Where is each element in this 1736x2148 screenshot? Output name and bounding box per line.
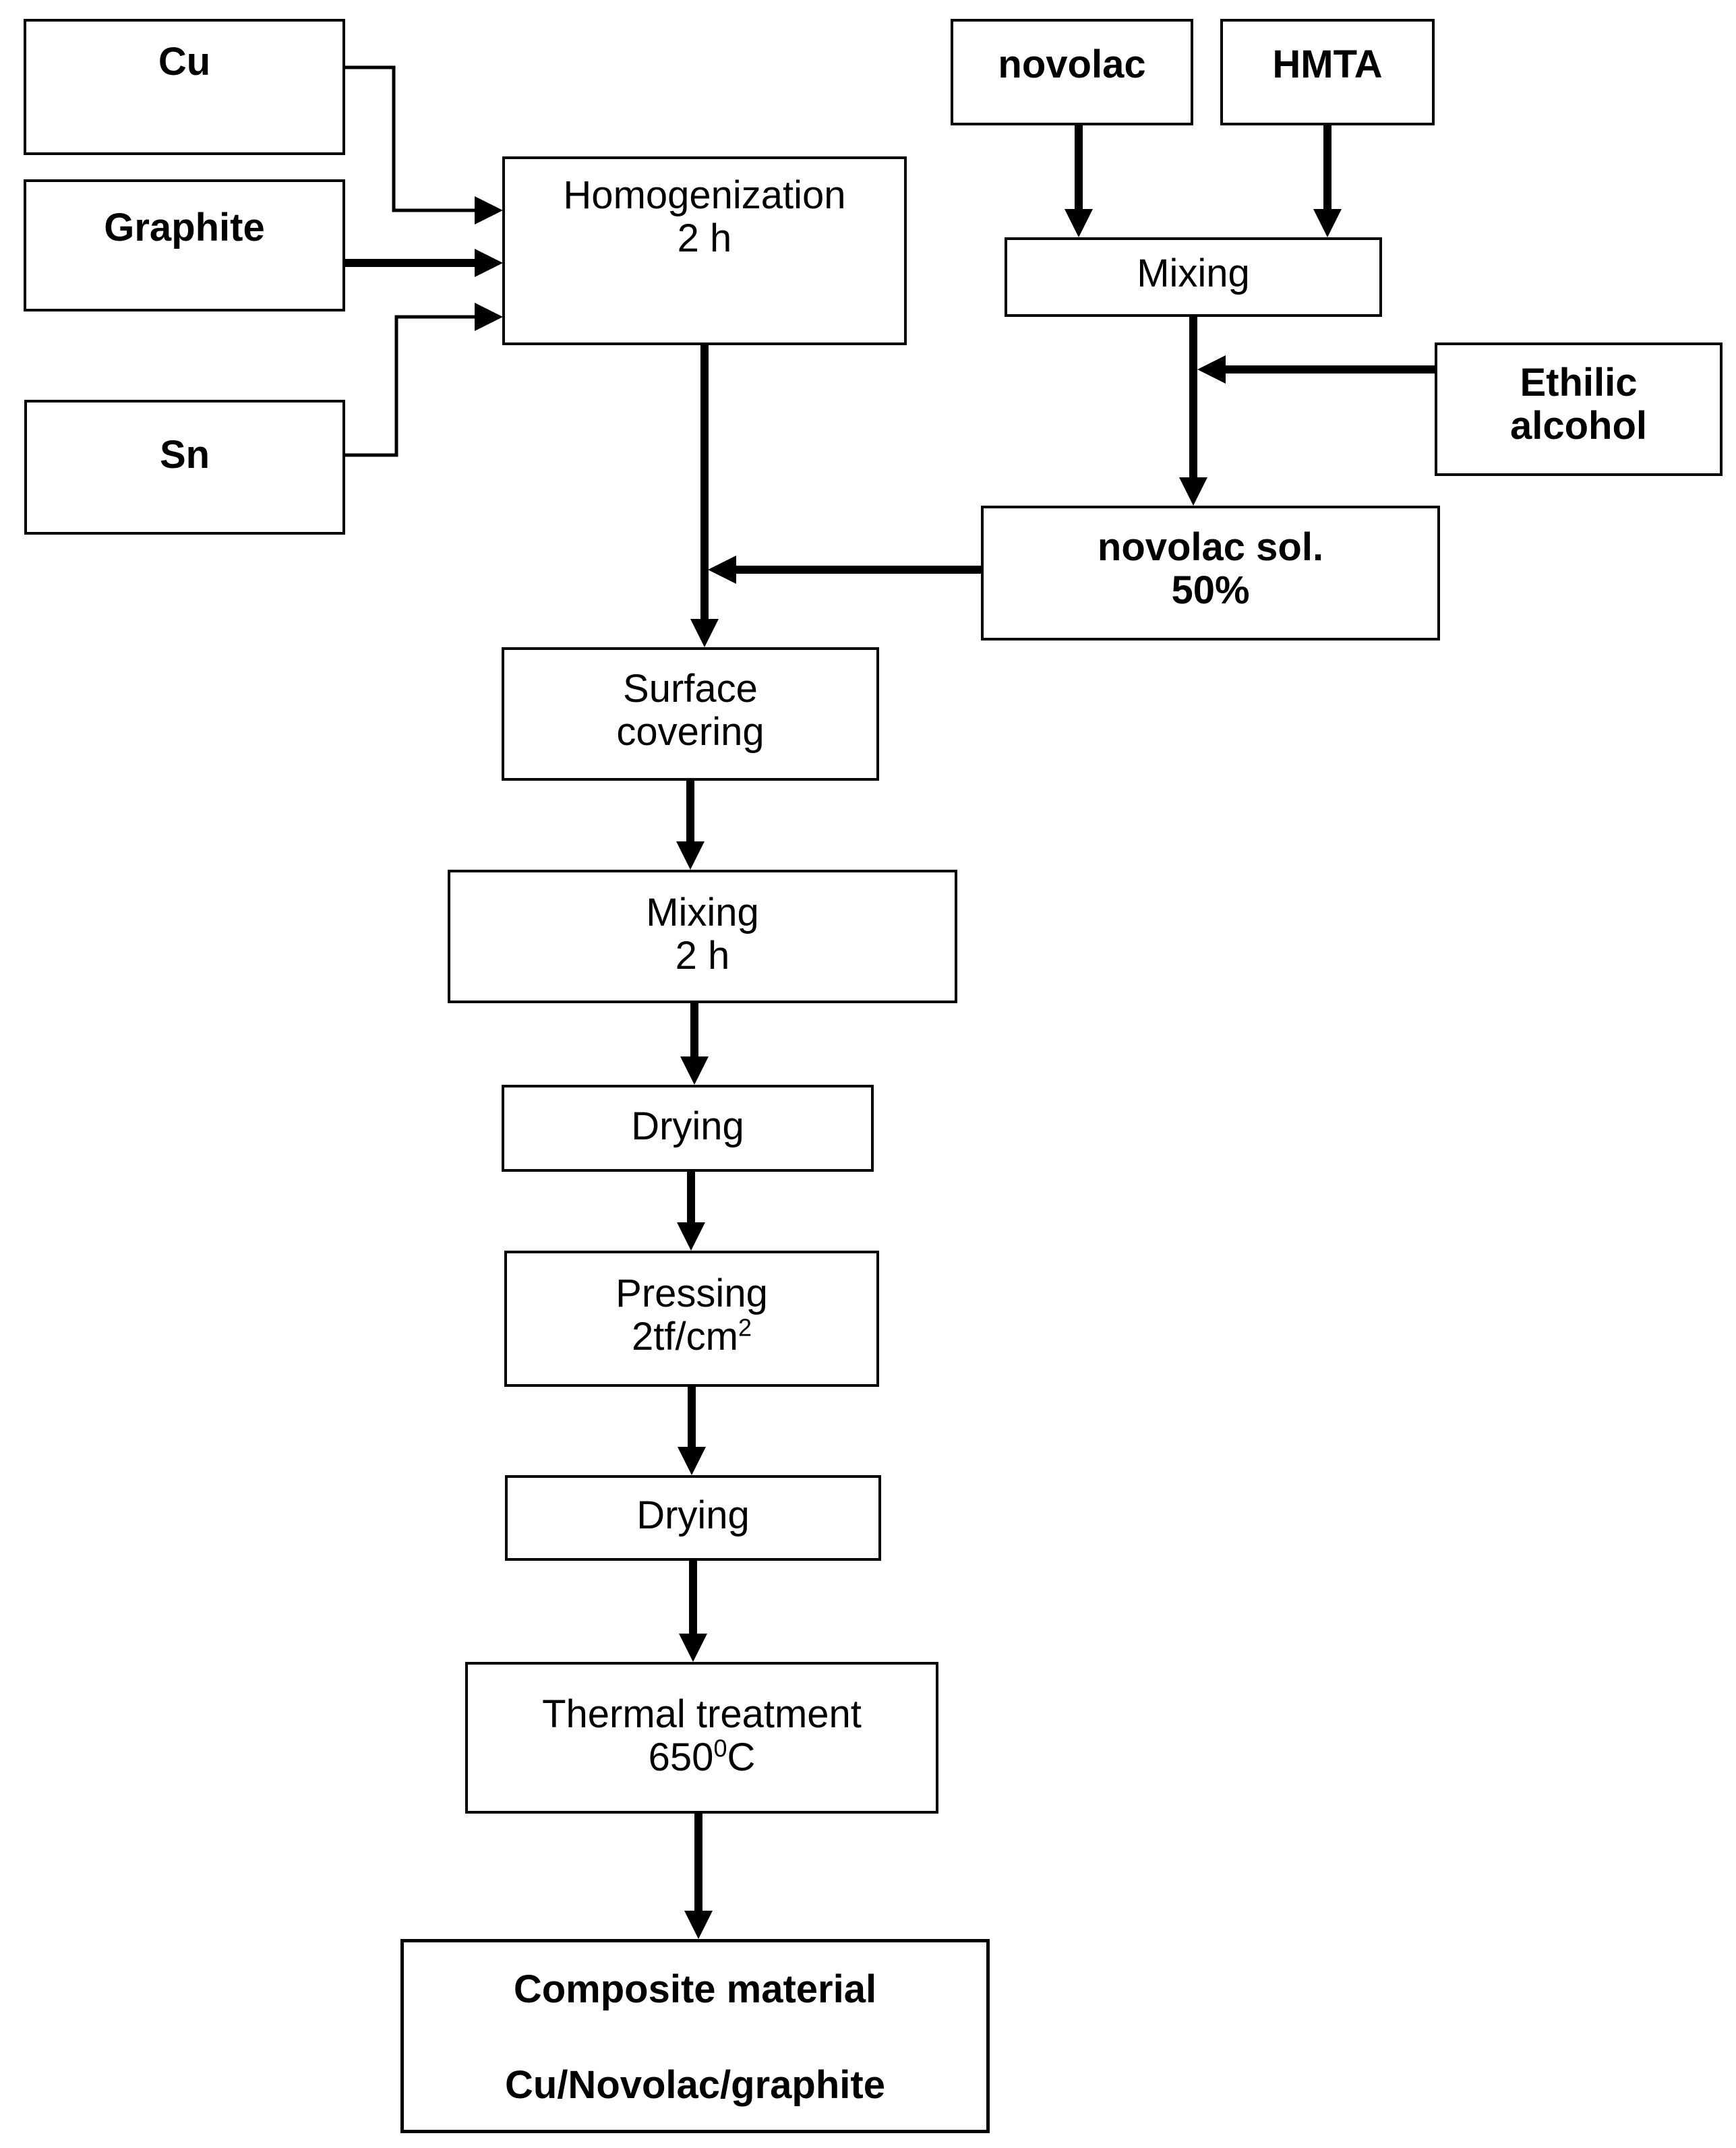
- node-homogenization: Homogenization 2 h: [502, 156, 907, 345]
- node-novolac: novolac: [951, 19, 1193, 125]
- node-drying-2: Drying: [505, 1475, 881, 1561]
- node-surface-line2: covering: [616, 710, 765, 754]
- node-hmta-label: HMTA: [1272, 42, 1383, 86]
- arrow-drying-1-to-pressing: [677, 1172, 705, 1251]
- arrow-ethilic-to-mixing-line: [1197, 355, 1435, 384]
- node-thermal-line2-base: 650: [648, 1735, 714, 1779]
- arrow-hmta-to-mixing: [1313, 125, 1342, 237]
- node-thermal-line1: Thermal treatment: [542, 1692, 862, 1736]
- arrow-drying-2-to-thermal: [679, 1561, 707, 1662]
- node-sn-label: Sn: [159, 433, 210, 477]
- arrow-homogenization-to-surface-covering: [690, 345, 719, 647]
- node-surface-covering: Surface covering: [502, 647, 879, 781]
- arrow-graphite-to-homogenization: [345, 249, 503, 277]
- node-drying-1: Drying: [502, 1085, 874, 1172]
- arrow-mixing-2h-to-drying-1: [680, 1003, 709, 1085]
- node-pressing-line1: Pressing: [616, 1272, 768, 1315]
- arrow-sn-to-homogenization: [345, 303, 503, 457]
- node-composite-line2: Cu/Novolac/graphite: [505, 2063, 885, 2107]
- node-pressing-line2-base: 2tf/cm: [632, 1315, 738, 1359]
- node-homogenization-line2: 2 h: [677, 216, 732, 260]
- node-homogenization-line1: Homogenization: [563, 173, 846, 217]
- node-mixing-2h: Mixing 2 h: [448, 870, 957, 1003]
- node-pressing-line2-sup: 2: [738, 1313, 752, 1342]
- arrow-pressing-to-drying-2: [678, 1387, 706, 1475]
- node-composite-line1: Composite material: [513, 1967, 877, 2011]
- node-pressing: Pressing 2tf/cm2: [504, 1251, 879, 1387]
- arrow-cu-to-homogenization: [345, 65, 503, 225]
- node-cu-label: Cu: [158, 40, 211, 84]
- node-mixing-label: Mixing: [1137, 251, 1250, 295]
- node-graphite-label: Graphite: [104, 206, 265, 249]
- node-sn: Sn: [24, 400, 345, 535]
- node-novolac-sol: novolac sol. 50%: [981, 506, 1440, 640]
- arrow-surface-covering-to-mixing-2h: [676, 781, 705, 870]
- node-thermal-line2: 6500C: [468, 1736, 936, 1779]
- node-pressing-line2: 2tf/cm2: [507, 1315, 876, 1359]
- node-novolac-sol-line1: novolac sol.: [1097, 525, 1324, 569]
- node-drying-1-label: Drying: [631, 1104, 744, 1148]
- node-mixing-2h-line1: Mixing: [646, 891, 759, 934]
- arrow-mixing-to-novolac-sol: [1179, 317, 1207, 506]
- node-ethilic-line1: Ethilic: [1520, 361, 1638, 405]
- node-thermal-line2-end: C: [727, 1735, 756, 1779]
- node-novolac-label: novolac: [998, 42, 1146, 86]
- node-ethilic-alcohol: Ethilic alcohol: [1435, 342, 1723, 476]
- node-ethilic-line2: alcohol: [1509, 404, 1648, 448]
- node-mixing: Mixing: [1005, 237, 1382, 317]
- node-thermal-line2-sup: 0: [713, 1734, 727, 1762]
- arrow-novolac-sol-to-main-line: [708, 556, 981, 584]
- node-mixing-2h-line2: 2 h: [675, 934, 730, 978]
- node-hmta: HMTA: [1220, 19, 1435, 125]
- arrow-novolac-to-mixing: [1065, 125, 1093, 237]
- node-cu: Cu: [24, 19, 345, 155]
- node-novolac-sol-line2: 50%: [1171, 568, 1250, 612]
- node-composite-material: Composite material Cu/Novolac/graphite: [400, 1939, 990, 2133]
- node-surface-line1: Surface: [623, 667, 758, 711]
- node-graphite: Graphite: [24, 179, 345, 311]
- arrow-thermal-to-composite: [684, 1814, 713, 1939]
- node-drying-2-label: Drying: [636, 1493, 750, 1537]
- node-thermal-treatment: Thermal treatment 6500C: [465, 1662, 938, 1814]
